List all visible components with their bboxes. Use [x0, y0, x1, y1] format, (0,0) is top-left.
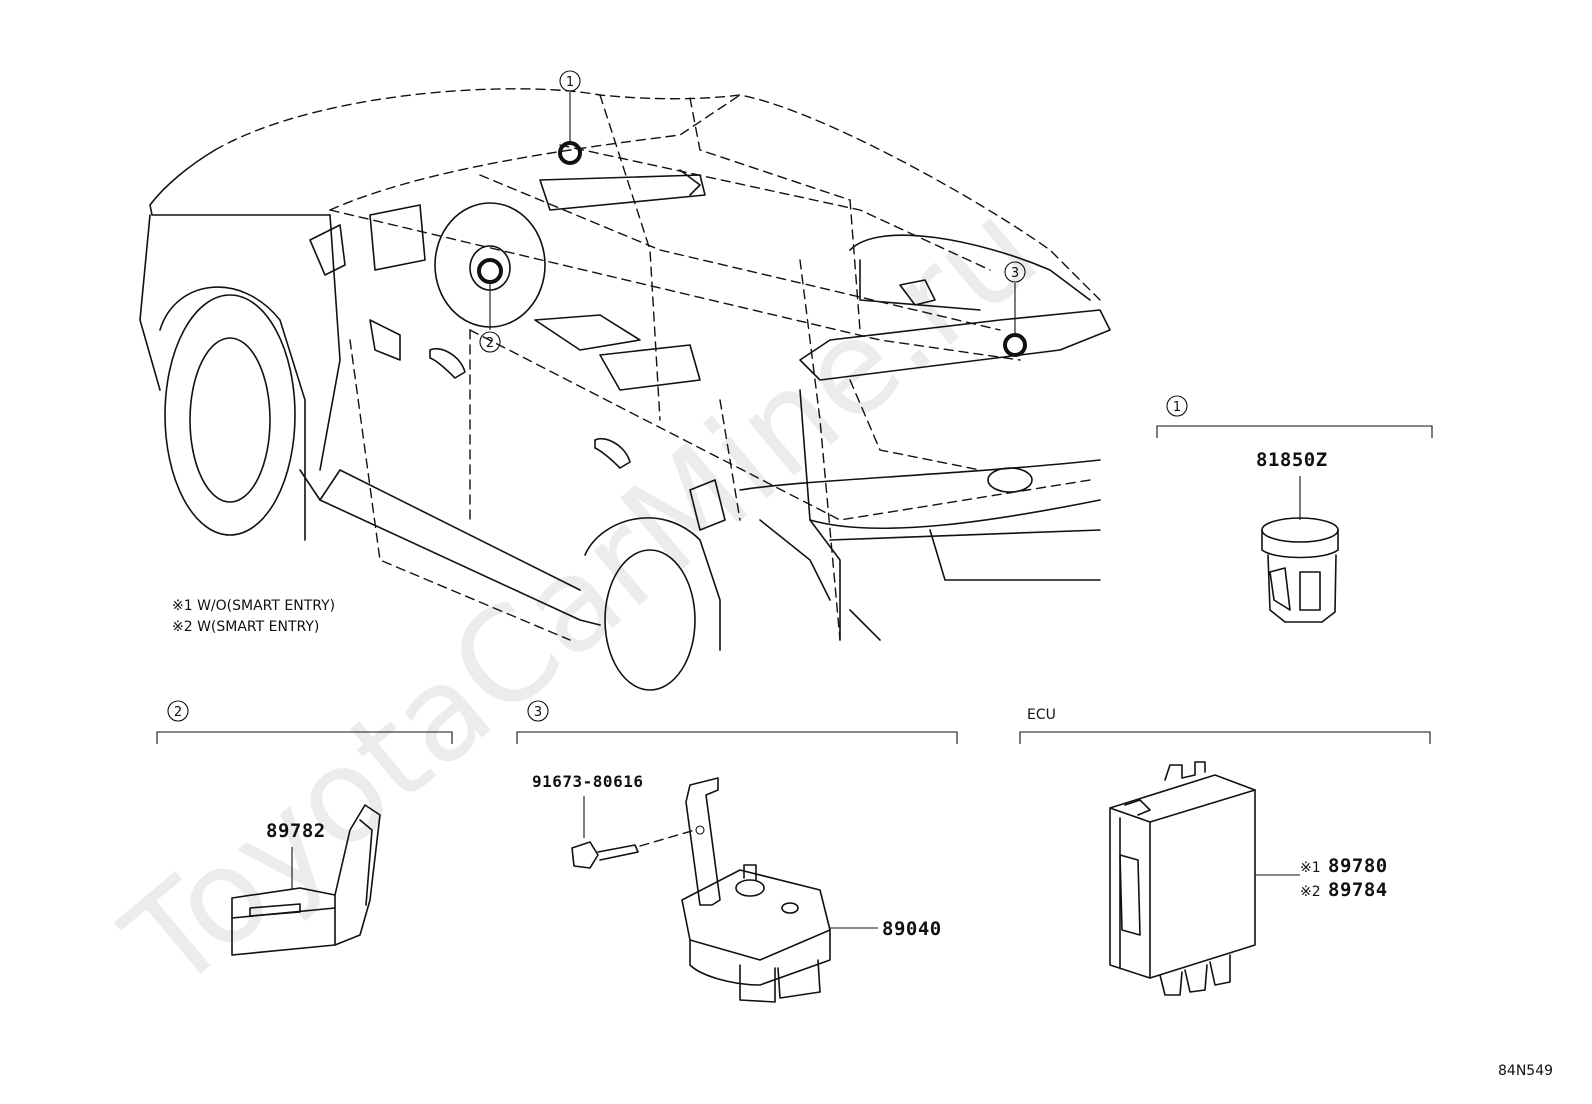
- watermark: ToyotaCarMine.ru: [96, 172, 1064, 1019]
- location-marker-2: [477, 258, 503, 284]
- section-1: 1 81850Z: [1156, 395, 1433, 623]
- ecu-variant1-mark: ※1: [1300, 860, 1321, 876]
- ecu-variant2-mark: ※2: [1300, 884, 1321, 900]
- location-marker-1: [558, 141, 582, 165]
- svg-text:3: 3: [534, 705, 542, 720]
- note-2: ※2 W(SMART ENTRY): [172, 619, 319, 635]
- svg-text:3: 3: [1011, 266, 1019, 281]
- callout-3-top: [1004, 261, 1026, 283]
- vehicle-callouts: 1 2 3: [477, 70, 1027, 357]
- part-89780: 89780: [1328, 855, 1388, 877]
- section-ecu: ECU ※1 89780 ※2 89784: [1019, 707, 1431, 996]
- svg-text:2: 2: [174, 705, 182, 720]
- part-89040: 89040: [882, 918, 942, 940]
- vehicle-illustration: [139, 88, 1111, 691]
- part-89782: 89782: [266, 820, 326, 842]
- svg-text:1: 1: [1173, 400, 1181, 415]
- section-2: 2 89782: [156, 700, 453, 956]
- callout-2-mid: [479, 331, 501, 353]
- part-91673-80616: 91673-80616: [532, 772, 643, 791]
- callout-1-top: [559, 70, 581, 92]
- part-81850Z: 81850Z: [1256, 449, 1328, 471]
- variant-notes: ※1 W/O(SMART ENTRY) ※2 W(SMART ENTRY): [172, 598, 335, 635]
- section-3: 3 91673-80616 89040: [516, 700, 958, 1003]
- note-1: ※1 W/O(SMART ENTRY): [172, 598, 335, 614]
- svg-text:1: 1: [566, 75, 574, 90]
- diagram-code: 84N549: [1498, 1063, 1553, 1079]
- ecu-label: ECU: [1027, 707, 1056, 723]
- part-89784: 89784: [1328, 879, 1388, 901]
- location-marker-3: [1003, 333, 1027, 357]
- svg-text:2: 2: [486, 336, 494, 351]
